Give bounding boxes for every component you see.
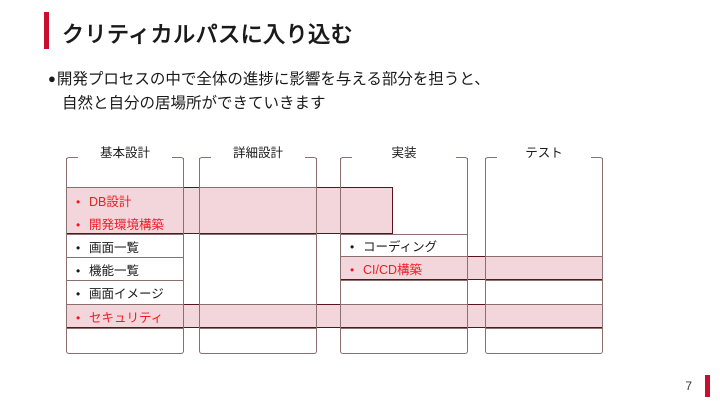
- row-rule: [199, 328, 317, 329]
- row-rule: [340, 256, 468, 257]
- column-header-basic-design: 基本設計: [99, 146, 150, 160]
- body-line-1: 開発プロセスの中で全体の進捗に影響を与える部分を担うと、: [56, 71, 490, 88]
- list-bullet-icon: •: [76, 311, 81, 325]
- footer-accent-bar: [705, 375, 710, 397]
- list-item: • 画面イメージ: [76, 288, 164, 301]
- process-phase-table: 基本設計 詳細設計 実装 テスト • DB設計 • 開発環境構築: [66, 146, 603, 354]
- list-bullet-icon: •: [76, 195, 81, 209]
- list-item-label: CI/CD構築: [363, 263, 423, 277]
- row-rule: [485, 280, 603, 281]
- row-rule: [199, 234, 317, 235]
- list-item: • CI/CD構築: [350, 264, 422, 277]
- title-accent-bar: [44, 12, 49, 49]
- row-rule: [340, 234, 468, 235]
- list-item-label: 機能一覧: [89, 264, 140, 278]
- row-rule: [66, 257, 184, 258]
- list-item-label: コーディング: [363, 240, 438, 254]
- highlight-band-security: [66, 304, 603, 328]
- bullet-glyph-icon: ●: [48, 71, 56, 86]
- list-bullet-icon: •: [350, 263, 355, 277]
- row-rule: [340, 304, 468, 305]
- row-rule: [66, 328, 184, 329]
- row-rule: [485, 328, 603, 329]
- list-bullet-icon: •: [76, 287, 81, 301]
- column-header-test: テスト: [525, 146, 563, 160]
- row-rule: [66, 304, 184, 305]
- list-item-label: 開発環境構築: [89, 218, 165, 232]
- row-rule: [199, 187, 317, 188]
- list-item: • 開発環境構築: [76, 219, 164, 232]
- row-rule: [66, 234, 184, 235]
- row-rule: [340, 328, 468, 329]
- list-item-label: セキュリティ: [89, 311, 164, 325]
- body-paragraph: ●開発プロセスの中で全体の進捗に影響を与える部分を担うと、 自然と自分の居場所が…: [48, 68, 648, 116]
- highlight-band-cicd: [340, 256, 603, 280]
- list-item-label: DB設計: [89, 195, 132, 209]
- page-number: 7: [685, 379, 692, 393]
- row-rule: [199, 304, 317, 305]
- body-line-2: 自然と自分の居場所ができていきます: [62, 95, 326, 113]
- list-bullet-icon: •: [76, 241, 81, 255]
- list-bullet-icon: •: [76, 218, 81, 232]
- list-item-label: 画面一覧: [89, 241, 140, 255]
- row-rule: [485, 256, 603, 257]
- list-bullet-icon: •: [350, 240, 355, 254]
- list-bullet-icon: •: [76, 264, 81, 278]
- list-item: • セキュリティ: [76, 312, 163, 325]
- list-item: • 機能一覧: [76, 265, 139, 278]
- list-item-label: 画面イメージ: [89, 287, 164, 301]
- page-title: クリティカルパスに入り込む: [62, 22, 354, 47]
- list-item: • 画面一覧: [76, 242, 139, 255]
- column-header-implementation: 実装: [391, 146, 417, 160]
- row-rule: [66, 187, 184, 188]
- row-rule: [340, 280, 468, 281]
- row-rule: [485, 304, 603, 305]
- row-rule: [66, 280, 184, 281]
- list-item: • コーディング: [350, 241, 437, 254]
- column-header-detailed-design: 詳細設計: [232, 146, 283, 160]
- list-item: • DB設計: [76, 196, 131, 209]
